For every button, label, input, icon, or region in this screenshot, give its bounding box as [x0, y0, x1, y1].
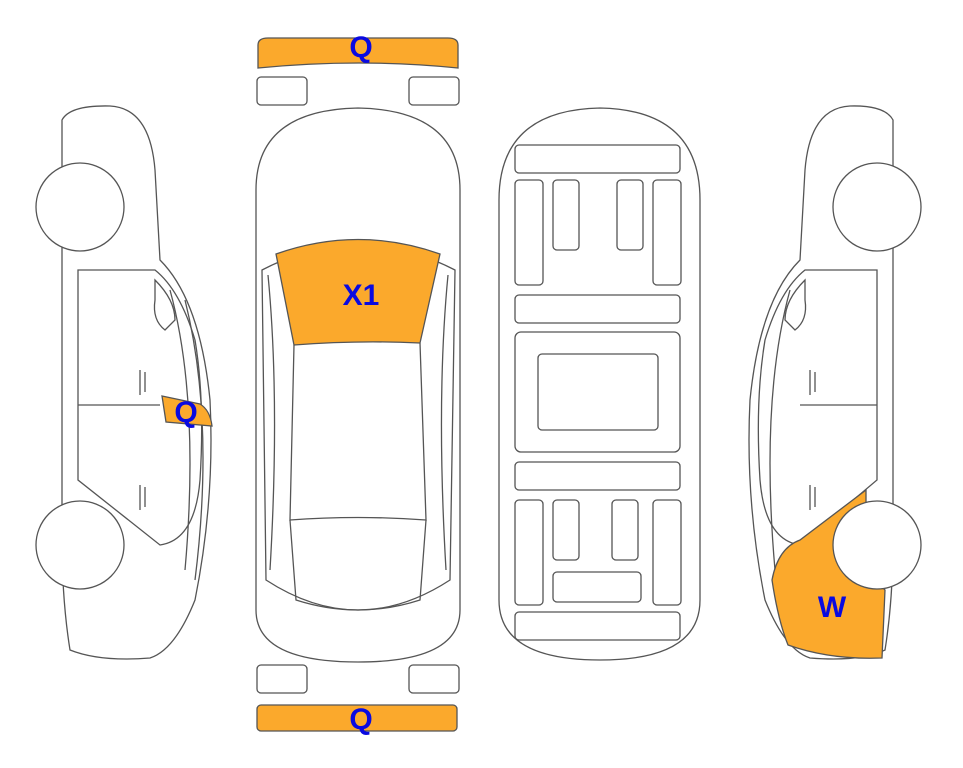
windshield-label: X1	[343, 279, 380, 312]
rear-bumper-damage[interactable]	[256, 704, 458, 732]
front-bumper-damage[interactable]	[257, 37, 459, 69]
left-side-window-label: Q	[174, 396, 197, 429]
top-view: Q X1 Q	[255, 31, 461, 736]
windshield-damage[interactable]	[275, 238, 441, 346]
left-taillight	[256, 664, 308, 694]
right-headlight	[408, 76, 460, 106]
right-rear-fender-label: W	[818, 591, 847, 624]
rear-bumper-label: Q	[349, 703, 372, 736]
right-taillight	[408, 664, 460, 694]
underside-view	[498, 107, 701, 661]
left-side-window-damage[interactable]	[161, 395, 213, 427]
right-side-view: W	[748, 105, 922, 660]
left-side-view: Q	[35, 105, 213, 660]
front-bumper-label: Q	[349, 31, 372, 64]
left-headlight	[256, 76, 308, 106]
